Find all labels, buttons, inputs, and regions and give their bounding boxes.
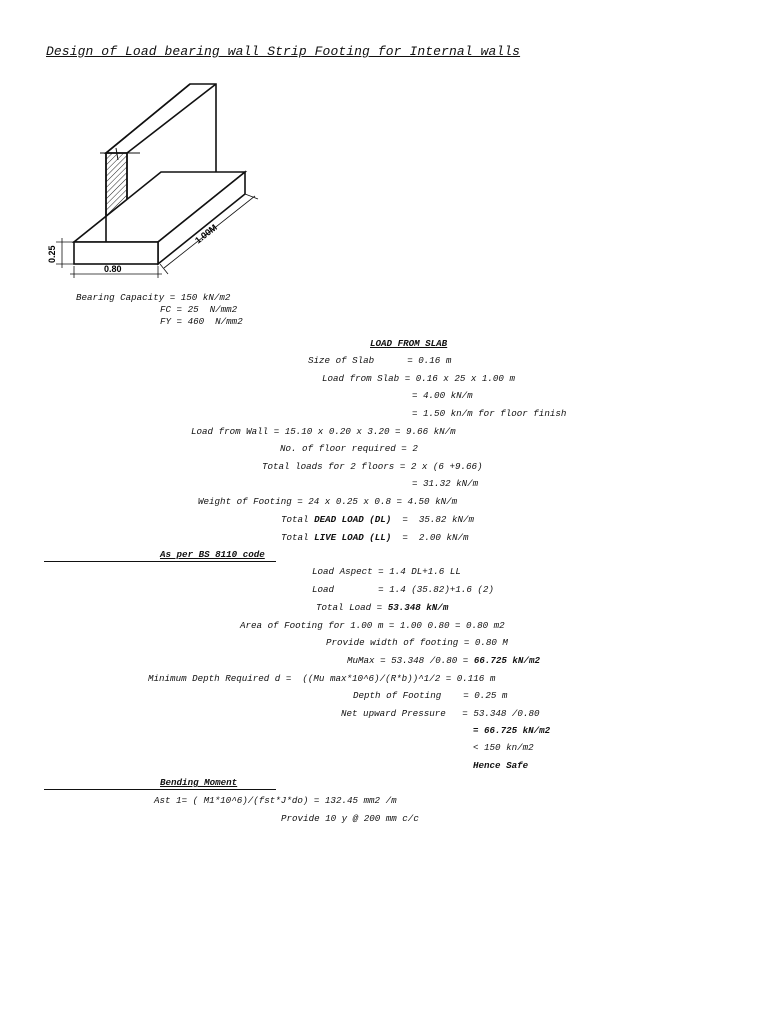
floors-required: No. of floor required = 2 bbox=[280, 443, 418, 454]
live-load: Total LIVE LOAD (LL) = 2.00 kN/m bbox=[281, 532, 469, 543]
mu-max: MuMax = 53.348 /0.80 = 66.725 kN/m2 bbox=[347, 655, 540, 666]
total-floor-loads: Total loads for 2 floors = 2 x (6 +9.66) bbox=[262, 461, 483, 472]
safety-verdict: Hence Safe bbox=[473, 760, 529, 771]
section-heading-code: As per BS 8110 code bbox=[160, 549, 265, 560]
minimum-depth: Minimum Depth Required d = ((Mu max*10^6… bbox=[148, 673, 496, 684]
steel-area: Ast 1= ( M1*10^6)/(fst*J*do) = 132.45 mm… bbox=[154, 795, 397, 806]
allowable-check: < 150 kn/m2 bbox=[473, 742, 534, 753]
footing-weight: Weight of Footing = 24 x 0.25 x 0.8 = 4.… bbox=[198, 496, 458, 507]
total-load: Total Load = 53.348 kN/m bbox=[316, 602, 449, 613]
footing-depth: Depth of Footing = 0.25 m bbox=[353, 690, 508, 701]
section-divider bbox=[44, 561, 276, 562]
reinforcement-provided: Provide 10 y @ 200 mm c/c bbox=[281, 813, 419, 824]
section-divider bbox=[44, 789, 276, 790]
floor-finish: = 1.50 kn/m for floor finish bbox=[412, 408, 567, 419]
bearing-capacity: Bearing Capacity = 150 kN/m2 bbox=[76, 292, 231, 303]
slab-load: Load from Slab = 0.16 x 25 x 1.00 m bbox=[322, 373, 515, 384]
factored-load: Load = 1.4 (35.82)+1.6 (2) bbox=[312, 584, 494, 595]
footing-width: Provide width of footing = 0.80 M bbox=[326, 637, 508, 648]
slab-size: Size of Slab = 0.16 m bbox=[308, 355, 452, 366]
net-pressure-result: = 66.725 kN/m2 bbox=[473, 725, 551, 736]
dead-load: Total DEAD LOAD (DL) = 35.82 kN/m bbox=[281, 514, 474, 525]
height-dimension-label: 0.25 bbox=[47, 245, 57, 263]
wall-load: Load from Wall = 15.10 x 0.20 x 3.20 = 9… bbox=[191, 426, 456, 437]
slab-load-result: = 4.00 kN/m bbox=[412, 390, 473, 401]
page-title: Design of Load bearing wall Strip Footin… bbox=[46, 44, 521, 59]
steel-strength: FY = 460 N/mm2 bbox=[160, 316, 243, 327]
width-dimension-label: 0.80 bbox=[104, 264, 122, 274]
section-heading-slab: LOAD FROM SLAB bbox=[370, 338, 448, 349]
total-floor-loads-result: = 31.32 kN/m bbox=[412, 478, 479, 489]
footing-area: Area of Footing for 1.00 m = 1.00 0.80 =… bbox=[240, 620, 505, 631]
wall-footing-diagram: 0.25 0.80 1.00M bbox=[47, 83, 259, 278]
load-aspect: Load Aspect = 1.4 DL+1.6 LL bbox=[312, 566, 461, 577]
section-heading-bending: Bending Moment bbox=[160, 777, 238, 788]
net-upward-pressure: Net upward Pressure = 53.348 /0.80 bbox=[341, 708, 540, 719]
concrete-strength: FC = 25 N/mm2 bbox=[160, 304, 238, 315]
